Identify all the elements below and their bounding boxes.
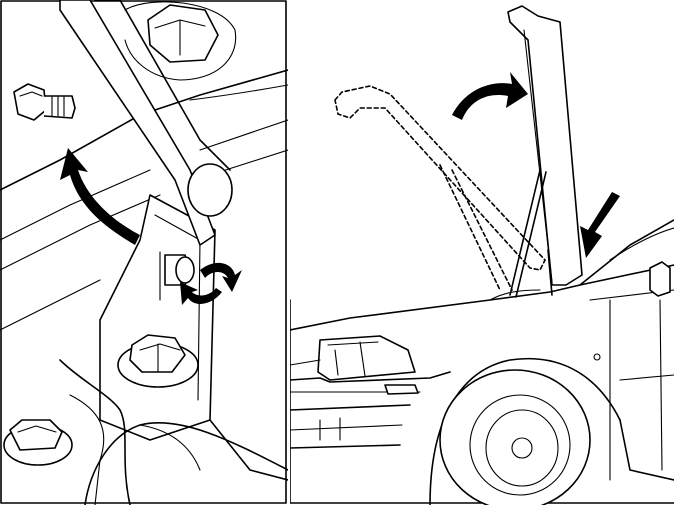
curved-arrow-icon	[452, 72, 528, 120]
headlight	[317, 335, 416, 381]
lower-bolt	[3, 419, 73, 466]
hinge-boss	[187, 163, 233, 217]
mounted-bolt-top	[124, 1, 237, 81]
hinge-detail-drawing	[0, 0, 288, 505]
detail-frame	[0, 0, 287, 504]
side-mirror	[649, 261, 671, 297]
bracket-bolt	[117, 334, 199, 388]
rotate-arrows-icon	[180, 262, 242, 305]
wheel-arch	[429, 357, 621, 505]
bolt-icon	[13, 83, 76, 121]
car-overview-panel	[290, 0, 674, 505]
car-overview-drawing	[290, 5, 674, 505]
hood-dashed-position	[334, 85, 546, 271]
curved-arrow-icon	[60, 148, 140, 245]
hinge-detail-panel	[0, 0, 288, 505]
car-body-top	[290, 219, 674, 331]
hinge-arm	[59, 0, 216, 246]
pointer-arrow-icon	[580, 192, 620, 258]
front-tire	[439, 369, 591, 505]
hood-open	[507, 5, 583, 286]
